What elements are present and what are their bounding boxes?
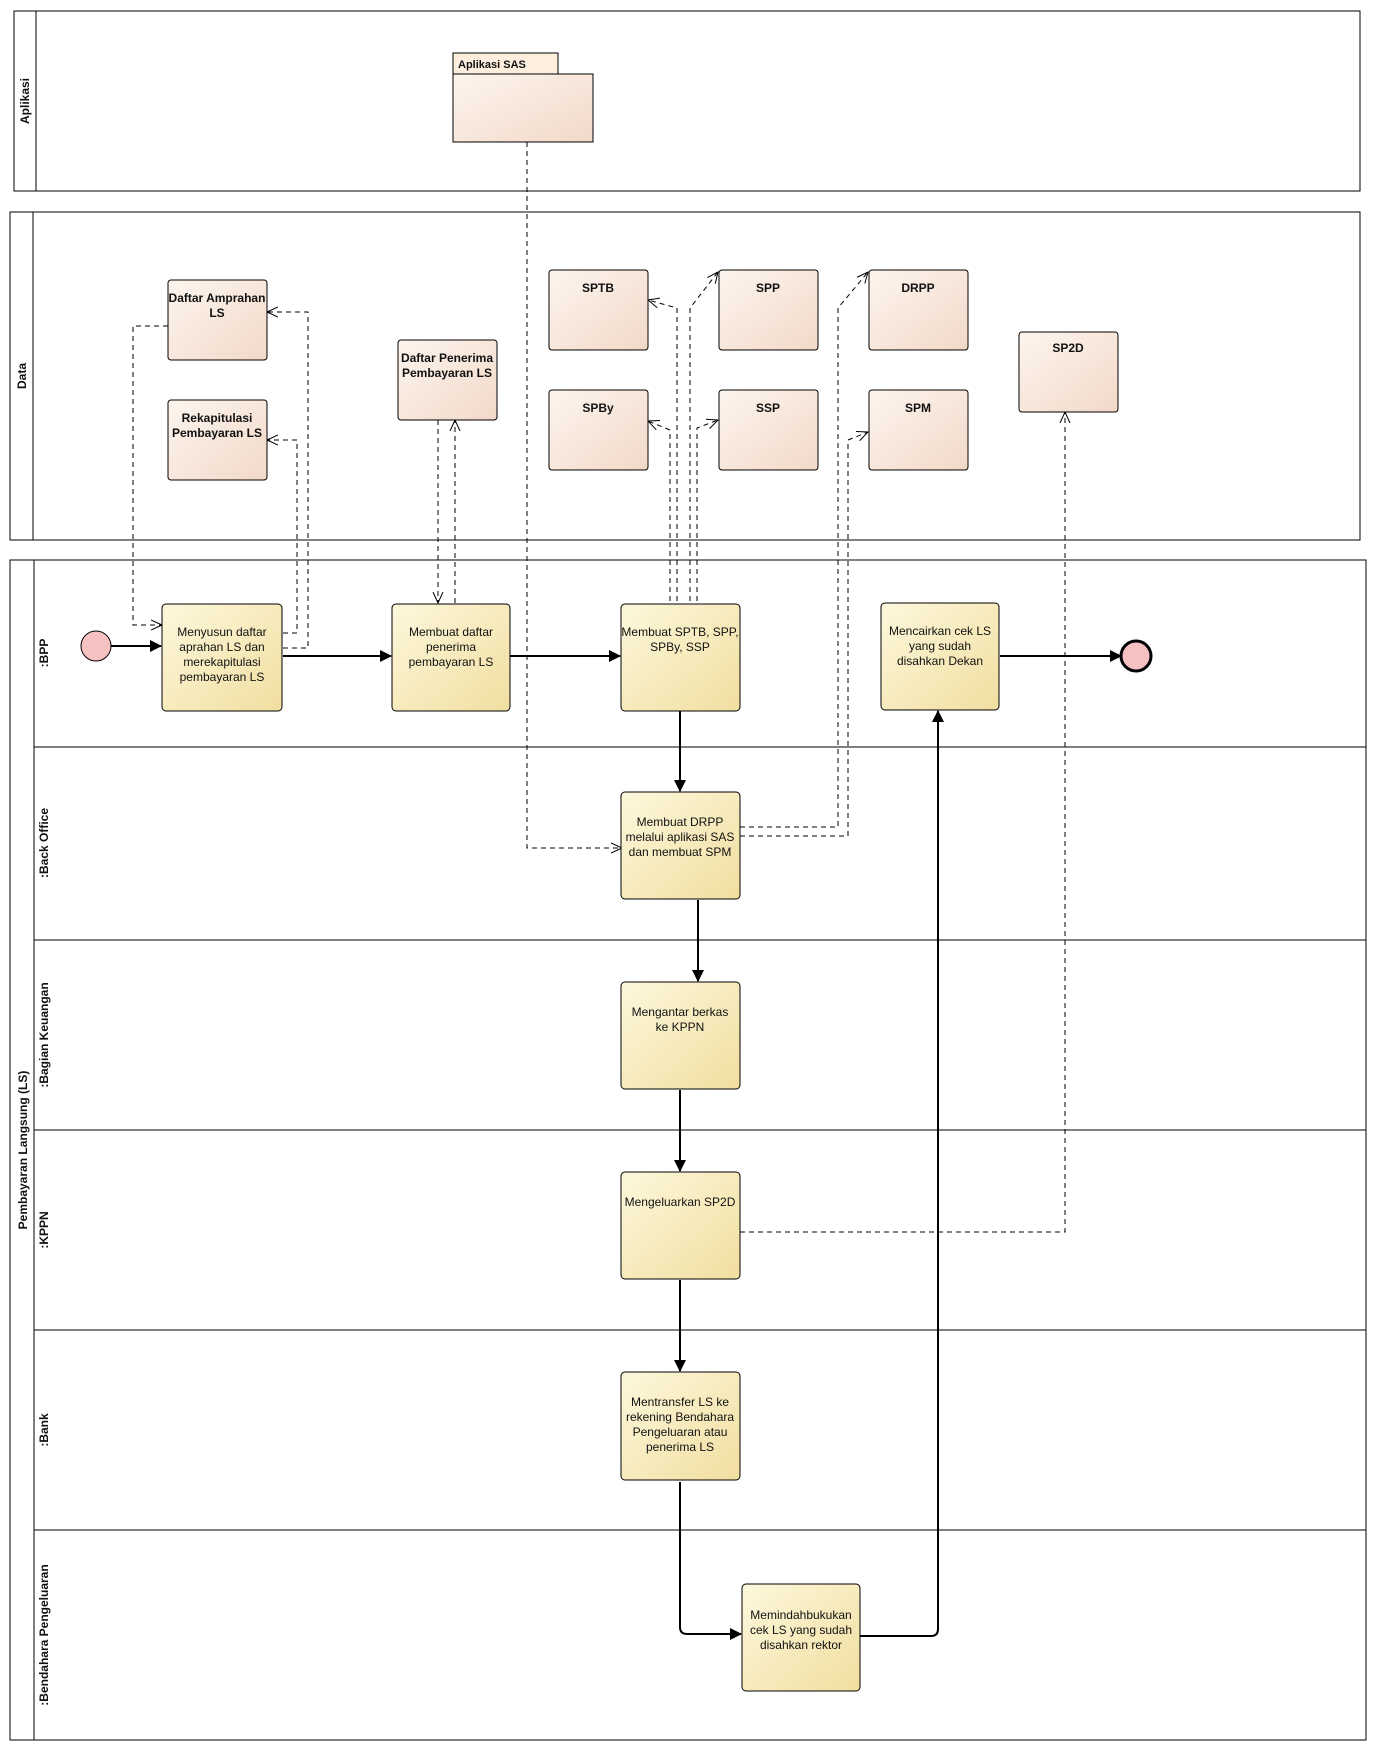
data-object-spby[interactable]: SPBy [548, 389, 649, 471]
svg-text:SPBy: SPBy [582, 401, 614, 415]
assoc-menyusun-to-rekapitulasi [267, 440, 298, 634]
pool-data-label: Data [15, 363, 29, 389]
lane-label-bpp: :BPP [37, 639, 51, 668]
pool-data: Data [9, 211, 1361, 541]
assoc-daftar-amprahan-to-menyusun [132, 325, 168, 625]
assoc-to-spm [740, 432, 868, 837]
assoc-to-sptb [648, 300, 678, 601]
data-object-sptb[interactable]: SPTB [548, 269, 649, 351]
flow-mentransfer-to-memindahbukukan [679, 1482, 742, 1640]
pool-aplikasi: Aplikasi [13, 10, 1361, 192]
lane-label-bendahara-pengeluaran: :Bendahara Pengeluaran [37, 1564, 51, 1705]
associations [132, 142, 1065, 1233]
data-object-drpp[interactable]: DRPP [868, 269, 969, 351]
assoc-to-ssp [696, 420, 718, 601]
pool-main-label: Pembayaran Langsung (LS) [16, 1071, 30, 1230]
activity-mengeluarkan[interactable]: Mengeluarkan SP2D [620, 1171, 741, 1280]
assoc-to-drpp [740, 272, 868, 828]
svg-text:SPTB: SPTB [582, 281, 614, 295]
svg-text:SSP: SSP [756, 401, 780, 415]
assoc-menyusun-to-daftar-amprahan [267, 312, 309, 649]
lane-label-kppn: :KPPN [37, 1211, 51, 1248]
data-object-ssp[interactable]: SSP [718, 389, 819, 471]
end-event[interactable] [1119, 639, 1153, 673]
data-object-spp[interactable]: SPP [718, 269, 819, 351]
start-event[interactable] [80, 630, 112, 662]
svg-text:SPP: SPP [756, 281, 780, 295]
assoc-to-sp2d [740, 412, 1065, 1233]
sequence-flows [111, 640, 1122, 1640]
assoc-aplikasi-sas-to-membuat-drpp [526, 142, 622, 848]
svg-text:Membuat SPTB, SPP,SPBy, SSP: Membuat SPTB, SPP,SPBy, SSP [621, 625, 738, 654]
pool-pembayaran-langsung: Pembayaran Langsung (LS) :BPP :Back Offi… [9, 559, 1367, 1741]
data-object-spm[interactable]: SPM [868, 389, 969, 471]
data-object-sp2d[interactable]: SP2D [1018, 331, 1119, 413]
assoc-to-spby [648, 421, 671, 601]
svg-text:SP2D: SP2D [1052, 341, 1084, 355]
lane-label-bank: :Bank [37, 1413, 51, 1447]
lane-label-back-office: :Back Office [37, 808, 51, 878]
activity-membuat-sptb[interactable]: Membuat SPTB, SPP,SPBy, SSP [620, 603, 741, 712]
package-aplikasi-sas[interactable]: Aplikasi SAS [452, 52, 594, 143]
pool-aplikasi-label: Aplikasi [18, 78, 32, 124]
flow-memindahbukukan-to-mencairkan [860, 710, 944, 1637]
lane-label-bagian-keuangan: :Bagian Keuangan [37, 982, 51, 1087]
package-label: Aplikasi SAS [458, 59, 526, 71]
svg-text:Mengeluarkan SP2D: Mengeluarkan SP2D [625, 1195, 736, 1209]
svg-text:DRPP: DRPP [901, 281, 934, 295]
assoc-to-spp [689, 272, 718, 601]
svg-text:SPM: SPM [905, 401, 931, 415]
